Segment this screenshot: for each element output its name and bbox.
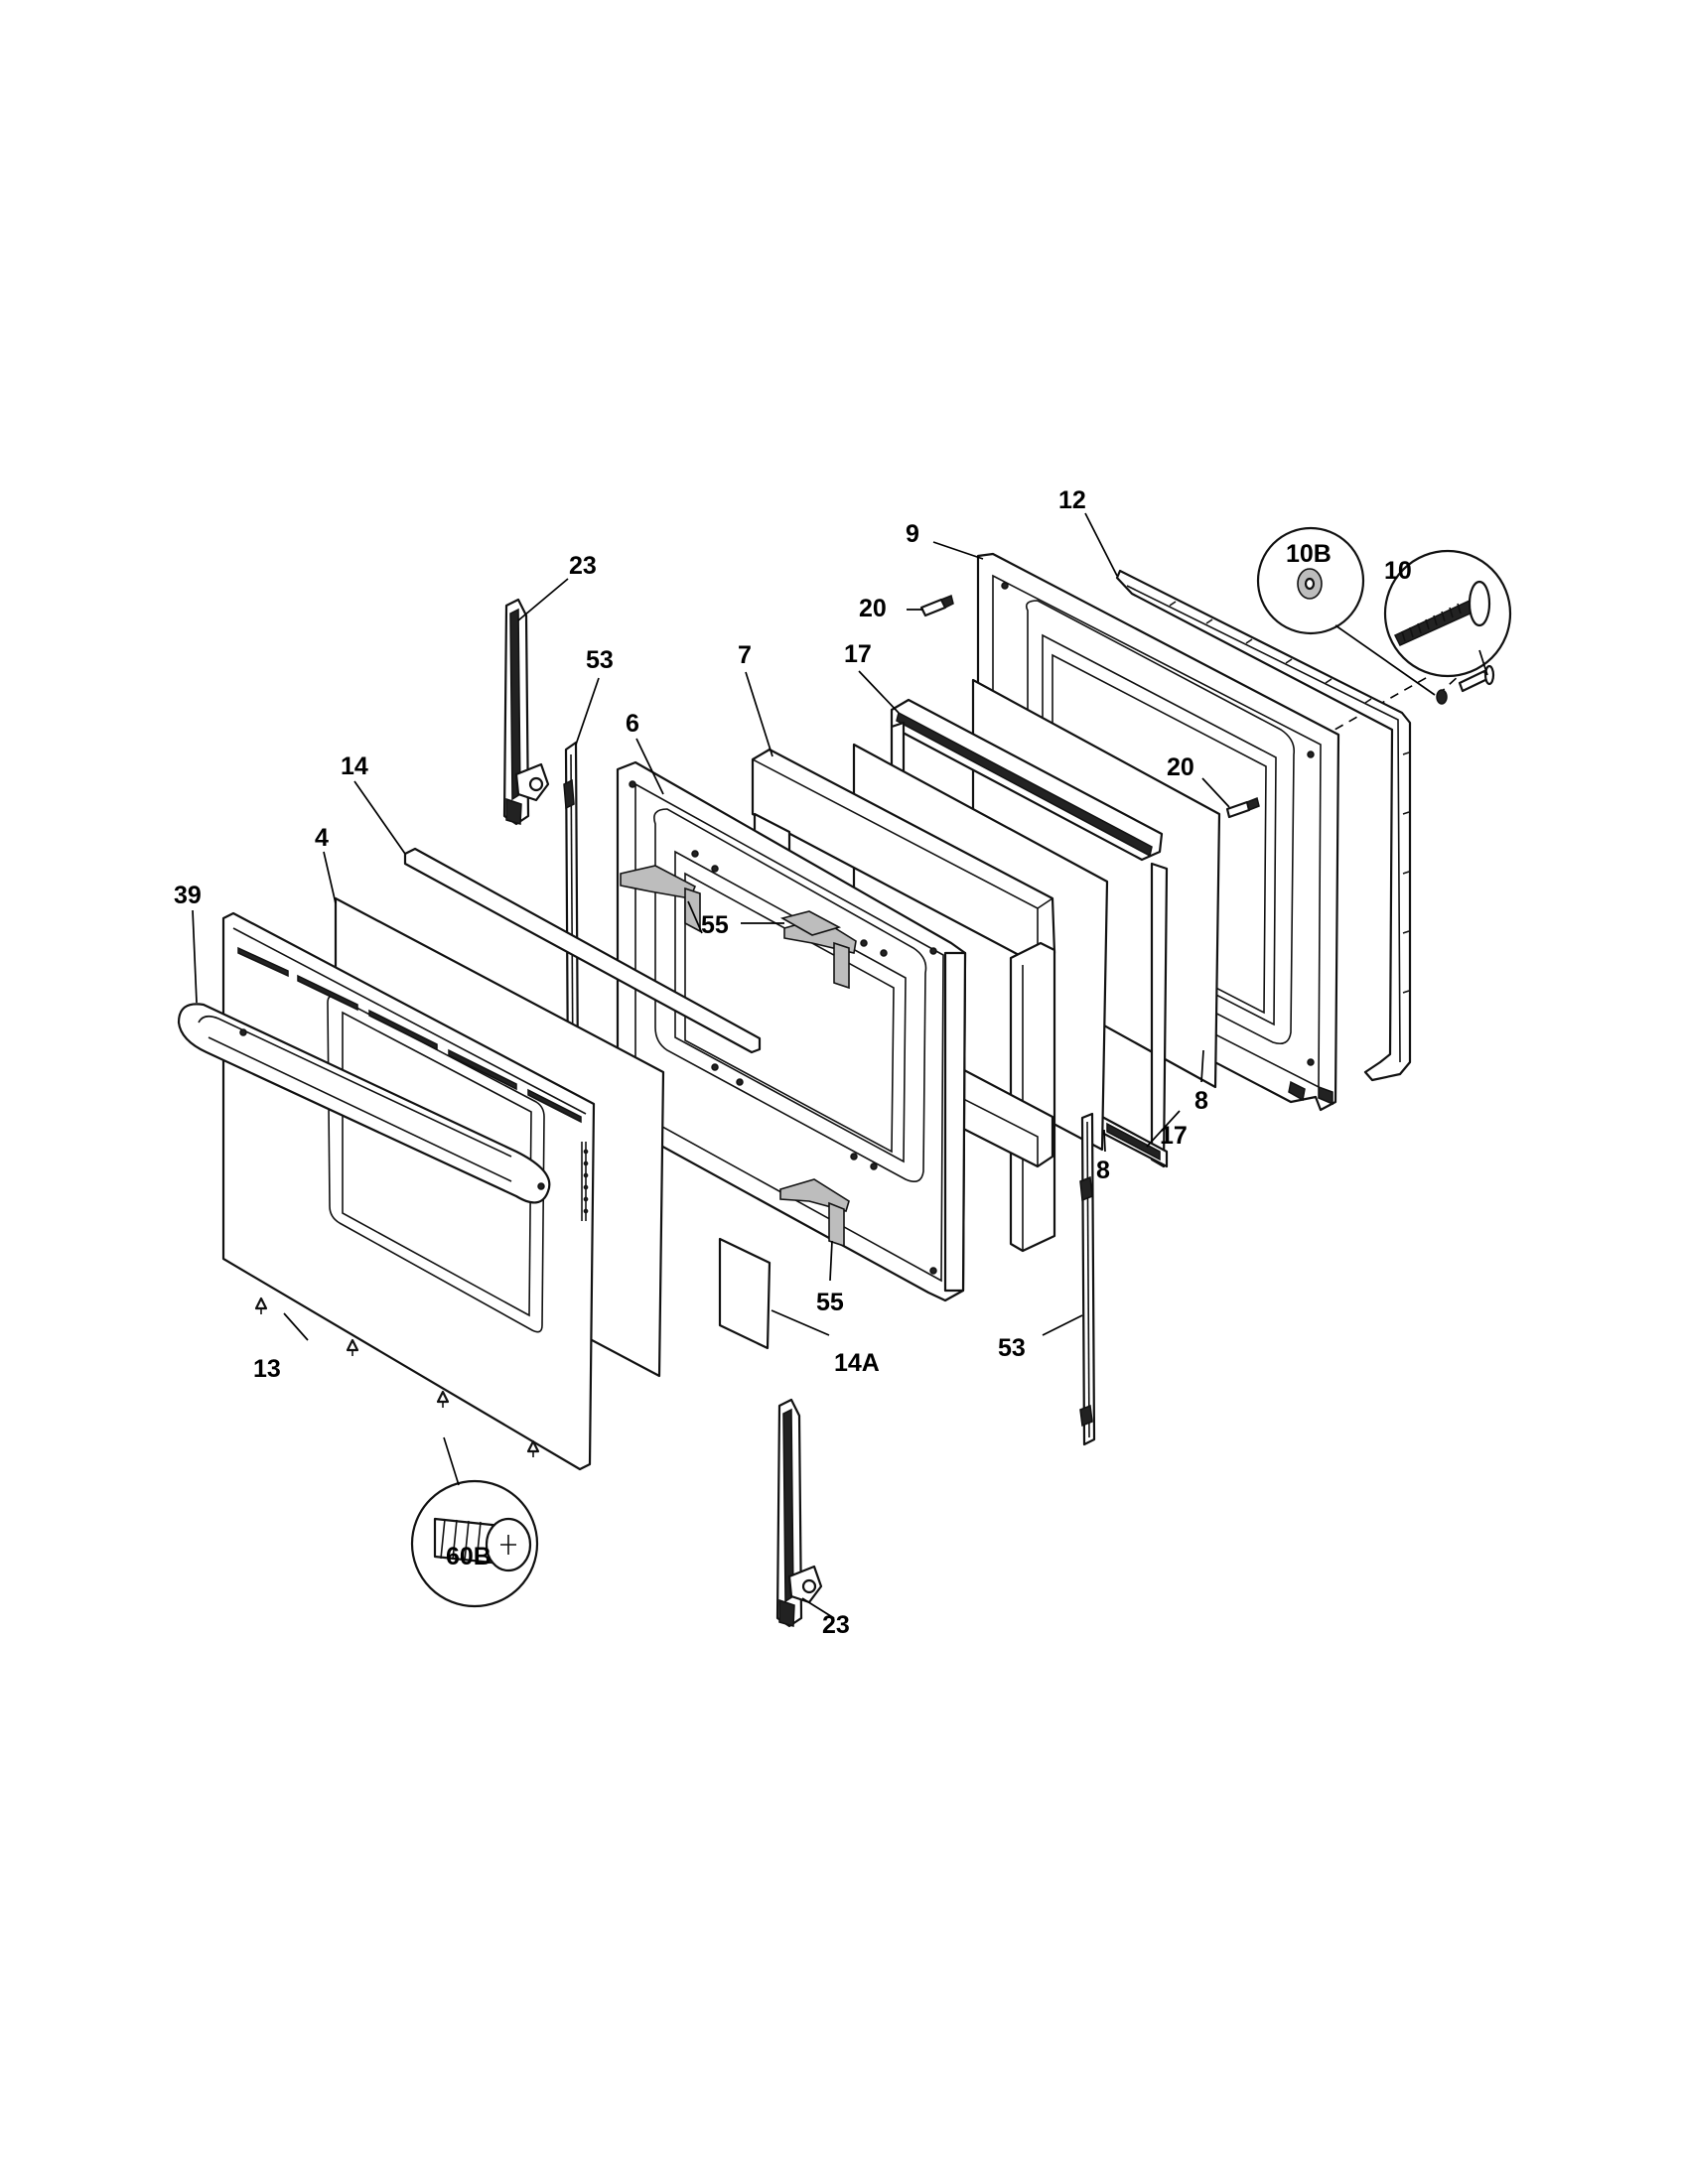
part-10B-washer-on-axis [1436,689,1448,705]
part-53-top-side-trim [563,741,580,1086]
callout-14: 14 [341,752,368,780]
callout-13: 13 [253,1355,281,1383]
detail-10B-washer [1256,526,1436,696]
callout-53-top: 53 [586,646,614,674]
detail-10-bolt [1383,549,1512,678]
leader-lines [192,512,1230,1619]
callout-10B: 10B [1286,540,1332,568]
callout-55-bottom: 55 [816,1289,844,1316]
callout-23-bottom: 23 [822,1611,850,1639]
part-23-top-hinge [502,598,550,826]
callout-10: 10 [1384,557,1412,585]
door-bottom-screws [254,1297,540,1457]
part-20-screw-right [1225,796,1260,819]
callout-7: 7 [738,641,752,669]
callout-23-top: 23 [569,552,597,580]
callout-20-right: 20 [1167,753,1194,781]
callout-14A: 14A [834,1349,880,1377]
part-55-receptacle-mid [779,910,842,936]
callout-labels: 23 53 14 4 39 6 7 55 55 17 9 12 20 20 10… [174,486,1412,1639]
callout-55-mid: 55 [701,911,729,939]
callout-9: 9 [906,520,919,548]
callout-17-bottom: 17 [1160,1122,1188,1150]
part-20-screw-top [919,594,954,617]
callout-20-top: 20 [859,595,887,622]
part-14A-label [718,1237,772,1350]
part-14-top-trim [403,847,762,1054]
callout-39: 39 [174,882,202,909]
callout-17-top: 17 [844,640,872,668]
callout-53-bottom: 53 [998,1334,1026,1362]
part-13-outer-door [221,911,596,1471]
callout-8-right: 8 [1194,1087,1208,1115]
part-39-door-handle [177,1003,551,1204]
callout-60B: 60B [446,1543,491,1570]
callout-4: 4 [315,824,329,852]
part-23-bottom-hinge [775,1398,823,1628]
part-10-screw-on-axis [1458,664,1495,693]
detail-60B-screw [410,1436,539,1608]
part-53-bottom-side-trim [1079,1112,1096,1446]
part-12-door-gasket [1115,569,1412,1082]
callout-8-mid: 8 [1096,1157,1110,1184]
callout-12: 12 [1058,486,1086,514]
callout-6: 6 [626,710,639,738]
